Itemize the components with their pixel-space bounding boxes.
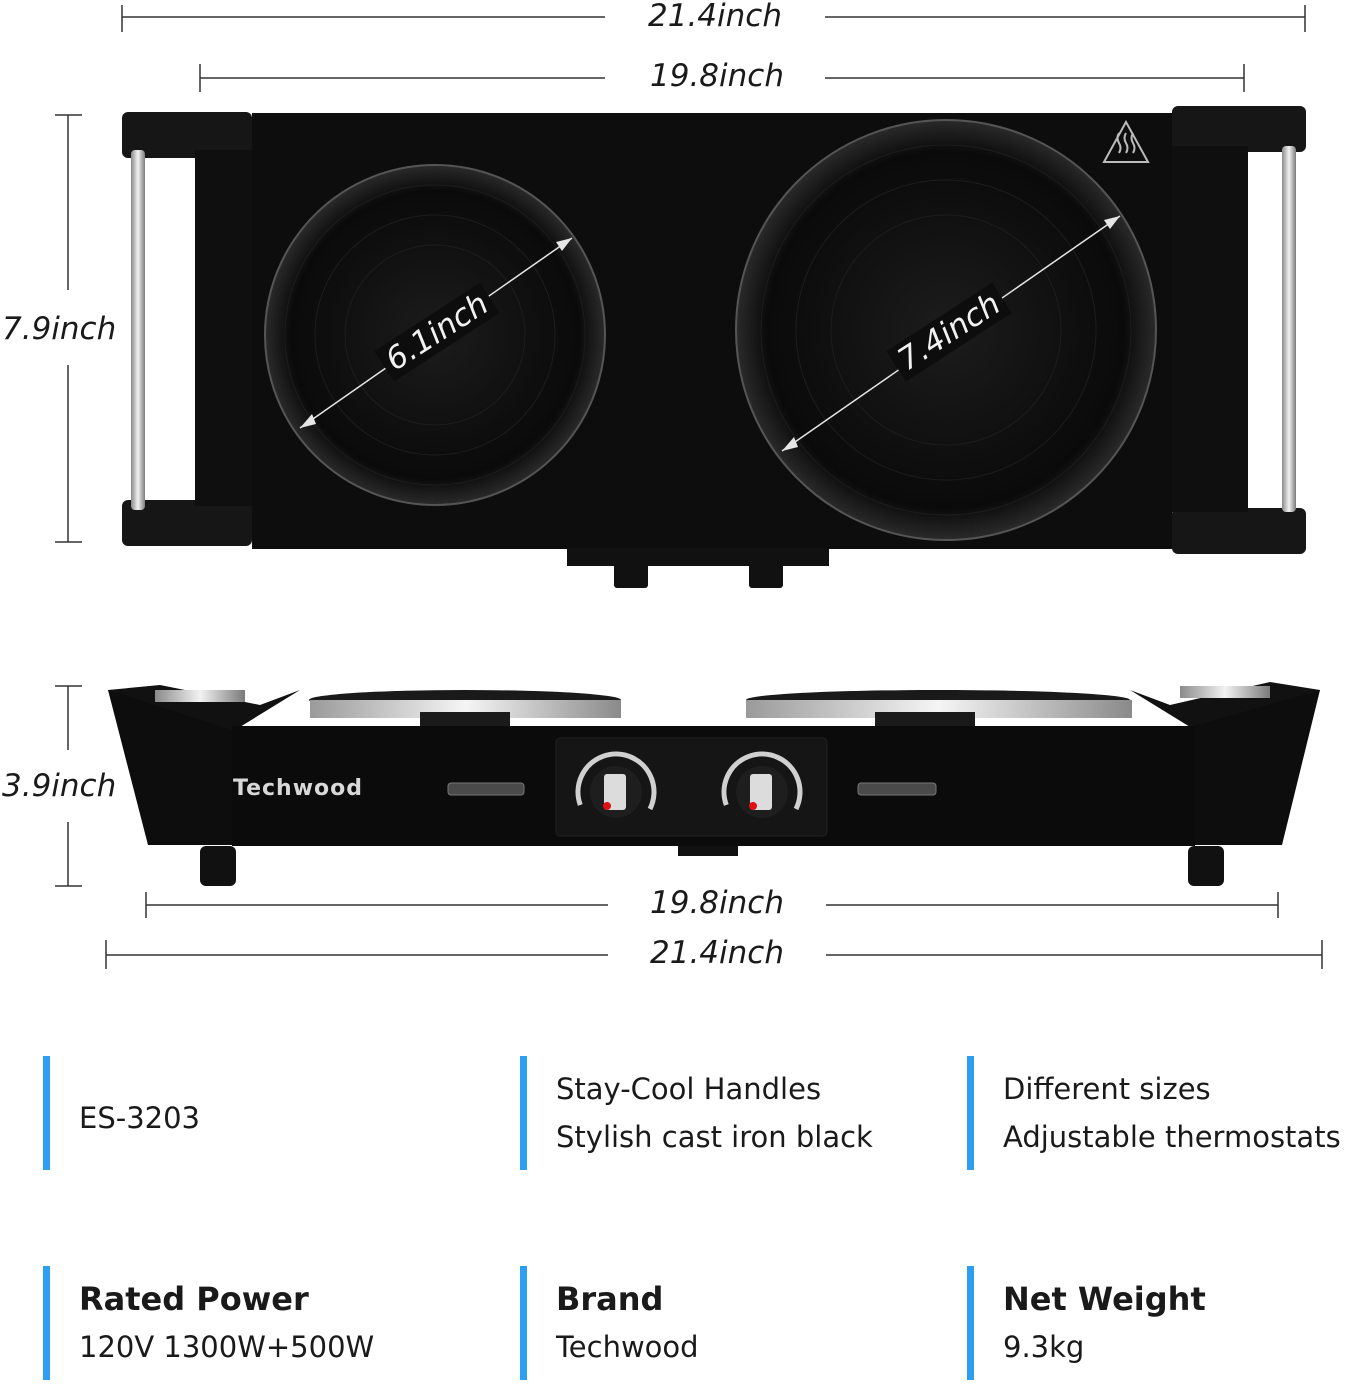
bottom-total-width-label: 21.4inch (650, 935, 784, 971)
spec-handles-line-2: Stylish cast iron black (556, 1120, 873, 1154)
spec-brand-value: Techwood (556, 1330, 699, 1364)
top-depth-line (55, 114, 82, 543)
spec-brand-title: Brand (556, 1280, 664, 1318)
bottom-total-width-line (105, 940, 1323, 969)
right-thermostat-knob[interactable] (713, 743, 810, 840)
side-height-line (55, 685, 82, 887)
spec-rated-power-value: 120V 1300W+500W (79, 1330, 375, 1364)
bottom-body-width-label: 19.8inch (650, 885, 784, 921)
top-total-width-line (121, 5, 1306, 32)
spec-brand: Brand Techwood (520, 1266, 976, 1380)
product-illustration (55, 5, 1323, 969)
left-handle (122, 112, 255, 546)
spec-sizes: Different sizes Adjustable thermostats (967, 1056, 1343, 1170)
spec-net-weight: Net Weight 9.3kg (967, 1266, 1343, 1380)
spec-model: ES-3203 (43, 1056, 499, 1170)
spec-accent-bar (967, 1056, 974, 1170)
spec-accent-bar (43, 1266, 50, 1380)
spec-rated-power: Rated Power 120V 1300W+500W (43, 1266, 499, 1380)
spec-sizes-line-2: Adjustable thermostats (1003, 1120, 1341, 1154)
side-height-label: 3.9inch (2, 768, 117, 804)
spec-model-value: ES-3203 (79, 1101, 200, 1135)
spec-sizes-line-1: Different sizes (1003, 1072, 1211, 1106)
right-handle (1170, 106, 1306, 554)
spec-accent-bar (520, 1056, 527, 1170)
spec-accent-bar (520, 1266, 527, 1380)
top-body-width-line (199, 64, 1245, 92)
top-total-width-label: 21.4inch (648, 0, 782, 34)
bottom-body-width-line (145, 892, 1279, 918)
left-thermostat-knob[interactable] (567, 743, 664, 840)
spec-net-weight-value: 9.3kg (1003, 1330, 1085, 1364)
spec-accent-bar (43, 1056, 50, 1170)
spec-handles: Stay-Cool Handles Stylish cast iron blac… (520, 1056, 976, 1170)
hot-surface-warning-icon (1102, 119, 1150, 163)
spec-net-weight-title: Net Weight (1003, 1280, 1206, 1318)
spec-accent-bar (967, 1266, 974, 1380)
top-body-width-label: 19.8inch (650, 58, 784, 94)
brand-logo: Techwood (233, 776, 364, 801)
spec-handles-line-1: Stay-Cool Handles (556, 1072, 822, 1106)
spec-rated-power-title: Rated Power (79, 1280, 309, 1318)
top-depth-label: 7.9inch (2, 311, 117, 347)
